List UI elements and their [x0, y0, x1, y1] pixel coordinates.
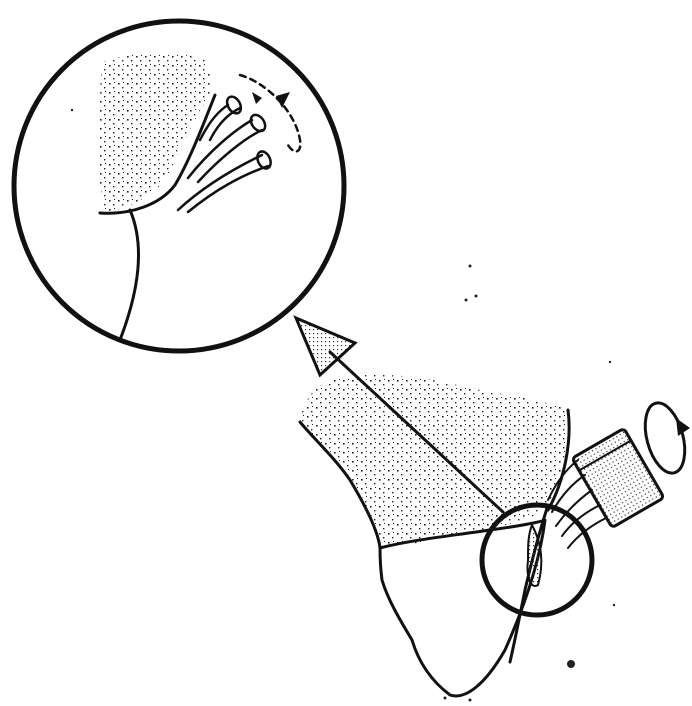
bone-stippled-region — [300, 375, 568, 546]
magnified-view — [14, 21, 344, 351]
bone-fracture-line — [118, 210, 139, 345]
magnified-rotation-arrow — [240, 75, 300, 151]
magnified-stippled-bone — [98, 53, 211, 213]
